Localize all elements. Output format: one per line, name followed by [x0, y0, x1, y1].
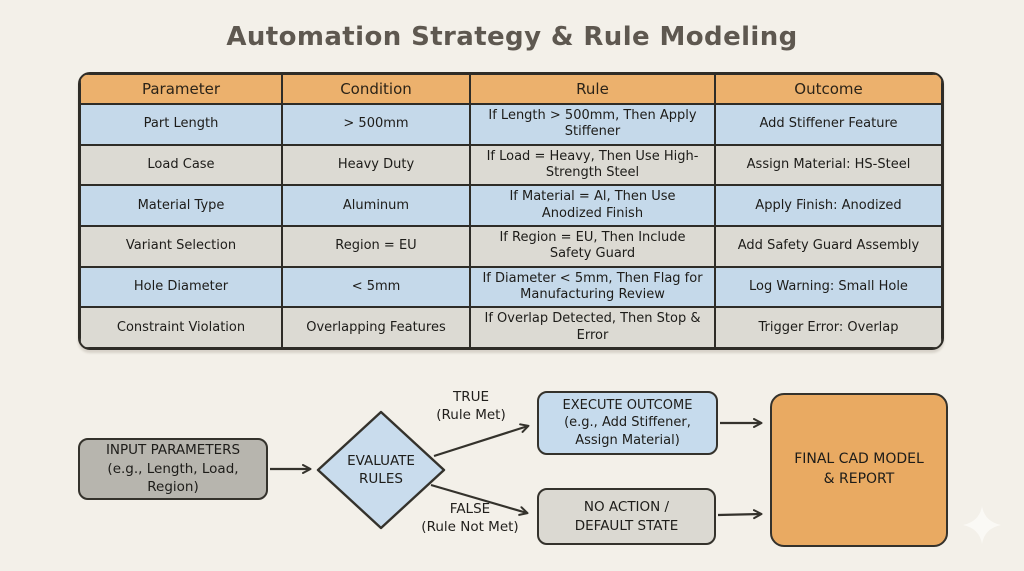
- table-cell: If Region = EU, Then Include Safety Guar…: [470, 226, 715, 267]
- column-header-condition: Condition: [282, 74, 470, 104]
- table-cell: If Diameter < 5mm, Then Flag for Manufac…: [470, 266, 715, 308]
- column-header-rule: Rule: [470, 74, 715, 104]
- page-title: Automation Strategy & Rule Modeling: [226, 22, 798, 52]
- no-action-node: NO ACTION / DEFAULT STATE: [537, 488, 716, 545]
- sparkle-icon: [963, 506, 1001, 544]
- table-cell: > 500mm: [282, 104, 470, 145]
- table-cell: If Material = Al, Then Use Anodized Fini…: [470, 185, 715, 226]
- table-cell: Variant Selection: [80, 226, 282, 267]
- table-cell: Add Safety Guard Assembly: [715, 226, 942, 267]
- evaluate-rules-node: EVALUATE RULES: [347, 452, 415, 487]
- table-cell: Constraint Violation: [80, 307, 282, 348]
- rule-table: Parameter Condition Rule Outcome Part Le…: [78, 72, 944, 350]
- execute-outcome-node: EXECUTE OUTCOME (e.g., Add Stiffener, As…: [537, 391, 718, 455]
- table-cell: Log Warning: Small Hole: [715, 266, 942, 308]
- table-cell: Heavy Duty: [282, 144, 470, 186]
- final-cad-model-node: FINAL CAD MODEL & REPORT: [770, 393, 948, 547]
- column-header-parameter: Parameter: [80, 74, 282, 104]
- table-cell: Load Case: [80, 144, 282, 186]
- table-cell: If Overlap Detected, Then Stop & Error: [470, 307, 715, 348]
- table-cell: If Load = Heavy, Then Use High-Strength …: [470, 144, 715, 186]
- table-cell: Apply Finish: Anodized: [715, 185, 942, 226]
- table-cell: Assign Material: HS-Steel: [715, 144, 942, 186]
- column-header-outcome: Outcome: [715, 74, 942, 104]
- input-parameters-node: INPUT PARAMETERS (e.g., Length, Load, Re…: [78, 438, 268, 500]
- table-cell: Material Type: [80, 185, 282, 226]
- false-branch-label: FALSE (Rule Not Met): [421, 501, 519, 535]
- table-cell: Part Length: [80, 104, 282, 145]
- table-cell: Overlapping Features: [282, 307, 470, 348]
- table-cell: Add Stiffener Feature: [715, 104, 942, 145]
- table-cell: Trigger Error: Overlap: [715, 307, 942, 348]
- table-cell: Region = EU: [282, 226, 470, 267]
- true-branch-label: TRUE (Rule Met): [436, 389, 506, 423]
- table-cell: Hole Diameter: [80, 266, 282, 308]
- table-cell: Aluminum: [282, 185, 470, 226]
- table-cell: < 5mm: [282, 266, 470, 308]
- table-cell: If Length > 500mm, Then Apply Stiffener: [470, 104, 715, 145]
